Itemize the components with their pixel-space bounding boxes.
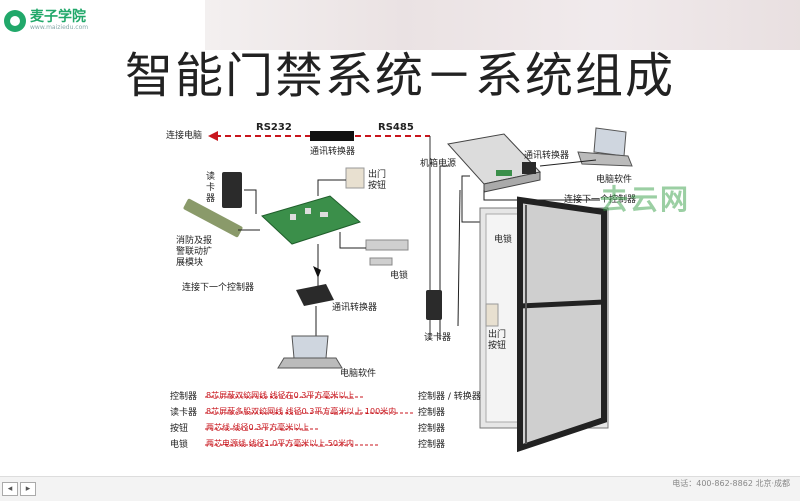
- legend-to: 控制器: [418, 424, 446, 434]
- legend-from: 按钮: [170, 424, 189, 434]
- footer-contact: 电话：400-862-8862 北京·成都: [672, 479, 790, 488]
- cabinet-power-label: 机箱电源: [420, 159, 457, 169]
- legend-from: 电锁: [170, 440, 189, 450]
- reader-label: 读卡器: [206, 172, 216, 204]
- laptop-icon: [277, 335, 343, 369]
- legend-row: 按钮 两芯线 线径0.3平方毫米以上 控制器: [170, 421, 445, 434]
- lock-label: 电锁: [390, 271, 409, 281]
- watermark: 去云网: [600, 183, 691, 216]
- right-pc-software-label: 电脑软件: [596, 175, 633, 185]
- brand-name: 麦子学院: [30, 9, 86, 25]
- legend-desc: 8芯屏蔽多股双绞网线 线径0.3平方毫米以上 100米内: [206, 407, 397, 416]
- right-lock-label: 电锁: [494, 235, 513, 245]
- lock-device-icon: [365, 239, 409, 251]
- exit-button-device-icon: [345, 167, 365, 189]
- legend-row: 电锁 两芯电源线 线径1.0平方毫米以上 50米内 控制器: [170, 437, 445, 450]
- exit-button-label: 出门按钮: [368, 170, 387, 191]
- right-exit-button-icon: [485, 303, 499, 327]
- cabinet-power-box-icon: [447, 133, 541, 193]
- brand-url: www.maiziedu.com: [30, 24, 89, 31]
- right-reader-label: 读卡器: [424, 333, 452, 343]
- left-pc-software-label: 电脑软件: [340, 369, 377, 379]
- connect-pc-label: 连接电脑: [166, 131, 203, 141]
- left-converter-label: 通讯转换器: [332, 303, 378, 313]
- logo-icon: [4, 10, 26, 32]
- legend-desc: 8芯屏蔽双绞网线 线径在0.3平方毫米以上: [206, 391, 355, 400]
- converter-device-icon: [296, 284, 334, 306]
- brand-logo: 麦子学院 www.maiziedu.com: [4, 10, 88, 32]
- fire-module-board: [183, 198, 243, 238]
- legend-desc: 两芯电源线 线径1.0平方毫米以上 50米内: [206, 439, 354, 448]
- slide-title: 智能门禁系统－系统组成: [124, 48, 675, 104]
- legend-to: 控制器: [418, 408, 446, 418]
- footer-bar: [0, 476, 800, 501]
- blurred-header-region: [205, 0, 800, 50]
- next-controller-label: 连接下一个控制器: [182, 283, 255, 293]
- right-next-controller-label: 连接下一个控制器: [564, 195, 637, 205]
- cursor-icon: [313, 266, 321, 278]
- converter-block: [310, 131, 354, 141]
- right-converter-label: 通讯转换器: [524, 151, 570, 161]
- door-leaf-icon: [517, 196, 607, 453]
- fire-module-label: 消防及报警联动扩展模块: [176, 236, 213, 268]
- bus-arrow-icon: [208, 131, 218, 141]
- right-exit-button-label: 出门按钮: [488, 330, 507, 351]
- right-reader-icon: [426, 290, 442, 320]
- legend-row: 读卡器 8芯屏蔽多股双绞网线 线径0.3平方毫米以上 100米内 控制器: [170, 405, 445, 418]
- legend-from: 读卡器: [170, 408, 198, 418]
- reader-device-icon: [222, 172, 242, 208]
- lock-plate-icon: [369, 257, 393, 266]
- controller-board-icon: [261, 195, 361, 245]
- slide-nav[interactable]: ◂ ▸: [2, 482, 36, 496]
- legend-desc: 两芯线 线径0.3平方毫米以上: [206, 423, 310, 432]
- legend-to: 控制器: [418, 440, 446, 450]
- prev-slide-icon[interactable]: ◂: [2, 482, 18, 496]
- top-converter-label: 通讯转换器: [310, 147, 356, 157]
- right-laptop-icon: [577, 127, 633, 167]
- next-slide-icon[interactable]: ▸: [20, 482, 36, 496]
- legend-from: 控制器: [170, 392, 198, 402]
- right-converter-icon: [522, 162, 536, 174]
- rs485-label: RS485: [378, 122, 414, 133]
- legend-row: 控制器 8芯屏蔽双绞网线 线径在0.3平方毫米以上 控制器 / 转换器: [170, 389, 481, 402]
- rs232-label: RS232: [256, 122, 292, 133]
- legend-to: 控制器 / 转换器: [418, 392, 481, 402]
